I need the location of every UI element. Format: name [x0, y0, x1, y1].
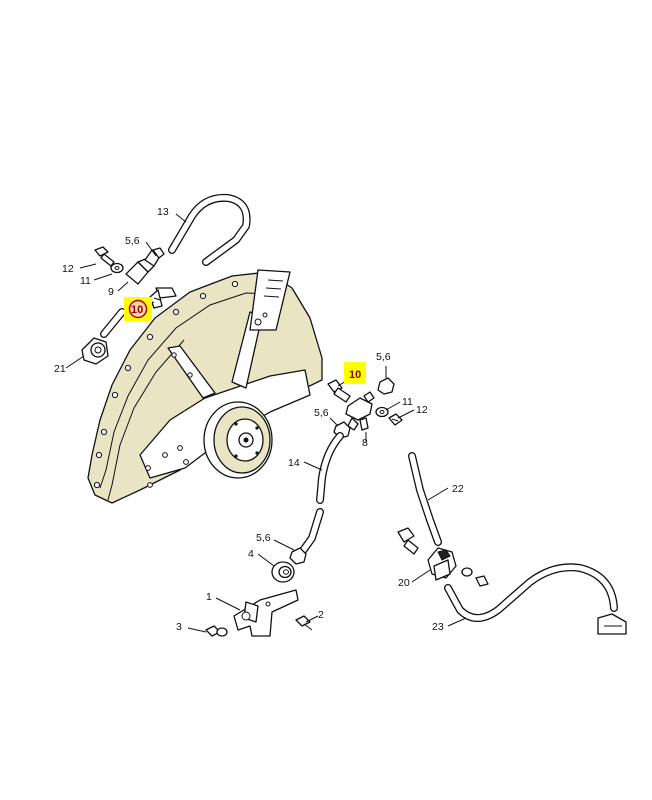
- bolt-upper-20: [397, 527, 419, 555]
- callout-11-right: 11: [402, 396, 413, 408]
- callout-2: 2: [318, 609, 324, 621]
- nut-5-6-upper: [377, 377, 395, 395]
- bolt-10-left: [149, 287, 177, 309]
- hose-23: [444, 563, 627, 635]
- valve-20: [397, 527, 489, 587]
- nut-5-6-bottom: [289, 547, 307, 565]
- cross-fitting-8: [345, 391, 375, 431]
- right-valve-group: [327, 377, 403, 439]
- pulley: [203, 401, 273, 479]
- bolt-10-right: [327, 379, 351, 403]
- callout-11-top: 11: [80, 275, 91, 287]
- callout-labels: 13 5,6 12 11 9 10 21 5,6 10 5,6 11 12 8 …: [54, 206, 464, 633]
- screw-2: [295, 615, 313, 631]
- part-3: [205, 625, 228, 637]
- callout-23: 23: [432, 621, 444, 633]
- callout-1: 1: [206, 591, 212, 603]
- screw-12: [94, 246, 115, 267]
- left-valve-group: [81, 246, 177, 365]
- hose-22: [408, 452, 442, 546]
- callout-22: 22: [452, 483, 464, 495]
- highlight-circle-left: [128, 299, 148, 319]
- valve-21: [81, 337, 109, 365]
- guard-handle: [249, 269, 291, 331]
- callout-14: 14: [288, 457, 300, 469]
- callout-5-6-right-mid: 5,6: [314, 407, 329, 419]
- callout-3: 3: [176, 621, 182, 633]
- callout-8: 8: [362, 437, 368, 449]
- fitting-4: [271, 561, 295, 583]
- callout-10-right[interactable]: 10: [349, 369, 361, 381]
- highlight-box-right: [344, 362, 366, 384]
- screw-12-right: [388, 413, 403, 426]
- callout-12-top: 12: [62, 263, 74, 275]
- callout-5-6-bottom: 5,6: [256, 532, 271, 544]
- hose-14: [298, 432, 344, 556]
- callout-12-right: 12: [416, 404, 428, 416]
- callout-5-6-right-top: 5,6: [376, 351, 391, 363]
- callout-10-left[interactable]: 10: [131, 304, 143, 316]
- wheel-guard: [87, 271, 323, 504]
- callout-5-6-top: 5,6: [125, 235, 140, 247]
- callout-20: 20: [398, 577, 410, 589]
- bracket-1: [233, 589, 299, 637]
- callout-13: 13: [157, 206, 169, 218]
- hose-stub-left: [100, 308, 126, 338]
- lower-fitting: [271, 547, 307, 583]
- callout-21: 21: [54, 363, 66, 375]
- callout-9: 9: [108, 286, 114, 298]
- hose-13: [168, 193, 251, 266]
- valve-body-9: [125, 247, 165, 285]
- callout-4: 4: [248, 548, 254, 560]
